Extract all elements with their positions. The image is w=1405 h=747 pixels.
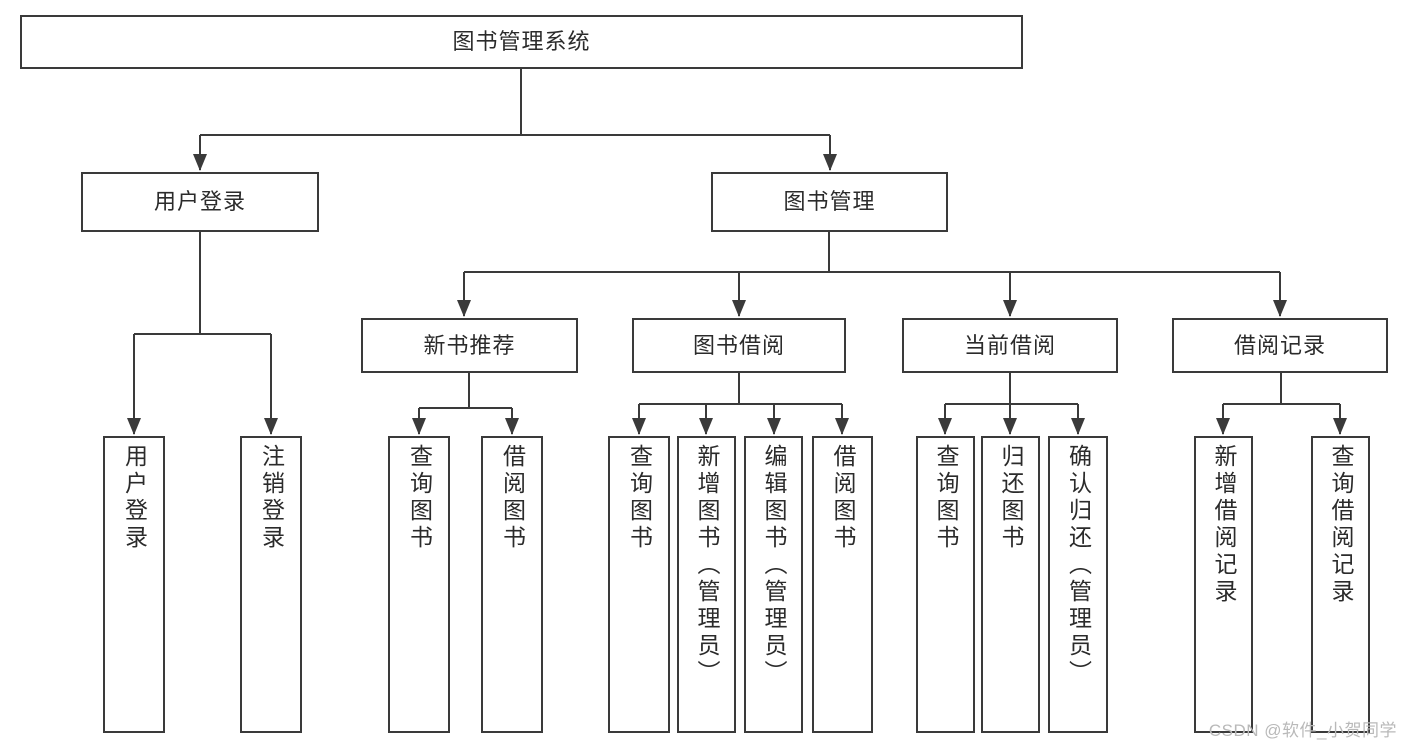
watermark-label: CSDN @软件_小贺同学 — [1208, 721, 1397, 740]
node-label: 查询图书 — [406, 444, 433, 552]
node-leaf-add-borrow-record[interactable]: 新增借阅记录 — [1194, 436, 1253, 733]
arrowhead-icon — [632, 418, 646, 435]
node-leaf-add-book-admin[interactable]: 新增图书（管理员） — [677, 436, 736, 733]
arrowhead-icon — [1273, 300, 1287, 317]
node-leaf-query-borrow-record[interactable]: 查询借阅记录 — [1311, 436, 1370, 733]
arrowhead-icon — [767, 418, 781, 435]
arrowhead-icon — [505, 418, 519, 435]
node-label: 用户登录 — [121, 444, 148, 552]
node-borrow-record[interactable]: 借阅记录 — [1172, 318, 1388, 373]
node-label: 借阅图书 — [499, 444, 526, 552]
node-label: 查询借阅记录 — [1328, 444, 1354, 606]
arrowhead-icon — [264, 418, 278, 435]
node-label: 用户登录 — [153, 189, 246, 215]
node-book-management[interactable]: 图书管理 — [711, 172, 948, 232]
node-user-login[interactable]: 用户登录 — [81, 172, 319, 232]
node-leaf-edit-book-admin[interactable]: 编辑图书（管理员） — [744, 436, 803, 733]
node-label: 确认归还（管理员） — [1065, 444, 1092, 687]
node-leaf-logout-login[interactable]: 注销登录 — [240, 436, 302, 733]
arrowhead-icon — [699, 418, 713, 435]
node-label: 新增图书（管理员） — [694, 444, 720, 687]
arrowhead-icon — [835, 418, 849, 435]
arrowhead-icon — [1216, 418, 1230, 435]
node-label: 归还图书 — [998, 444, 1024, 552]
node-label: 当前借阅 — [963, 332, 1056, 358]
arrowhead-icon — [193, 154, 207, 171]
arrowhead-icon — [1333, 418, 1347, 435]
node-leaf-query-book-current[interactable]: 查询图书 — [916, 436, 975, 733]
node-label: 查询图书 — [933, 444, 959, 552]
node-root[interactable]: 图书管理系统 — [20, 15, 1023, 69]
arrowhead-icon — [127, 418, 141, 435]
node-leaf-return-book[interactable]: 归还图书 — [981, 436, 1040, 733]
node-leaf-confirm-return-admin[interactable]: 确认归还（管理员） — [1048, 436, 1108, 733]
node-label: 图书借阅 — [692, 332, 785, 358]
node-leaf-borrow-book[interactable]: 借阅图书 — [812, 436, 873, 733]
node-current-borrow[interactable]: 当前借阅 — [902, 318, 1118, 373]
node-label: 新增借阅记录 — [1211, 444, 1237, 606]
node-leaf-user-login[interactable]: 用户登录 — [103, 436, 165, 733]
node-label: 借阅图书 — [830, 444, 856, 552]
node-label: 图书管理系统 — [452, 29, 591, 55]
node-book-borrow[interactable]: 图书借阅 — [632, 318, 846, 373]
arrowhead-icon — [457, 300, 471, 317]
node-new-book-recommend[interactable]: 新书推荐 — [361, 318, 578, 373]
node-leaf-query-book-recommend[interactable]: 查询图书 — [388, 436, 450, 733]
node-label: 编辑图书（管理员） — [761, 444, 787, 687]
arrowhead-icon — [823, 154, 837, 171]
arrowhead-icon — [412, 418, 426, 435]
arrowhead-icon — [732, 300, 746, 317]
node-label: 图书管理 — [783, 189, 876, 215]
node-label: 新书推荐 — [423, 332, 516, 358]
arrowhead-icon — [1071, 418, 1085, 435]
arrowhead-icon — [1003, 418, 1017, 435]
node-label: 注销登录 — [258, 444, 285, 552]
arrowhead-icon — [938, 418, 952, 435]
node-leaf-borrow-book-recommend[interactable]: 借阅图书 — [481, 436, 543, 733]
arrowhead-icon — [1003, 300, 1017, 317]
node-leaf-query-book-borrow[interactable]: 查询图书 — [608, 436, 670, 733]
node-label: 查询图书 — [626, 444, 653, 552]
node-label: 借阅记录 — [1233, 332, 1326, 358]
